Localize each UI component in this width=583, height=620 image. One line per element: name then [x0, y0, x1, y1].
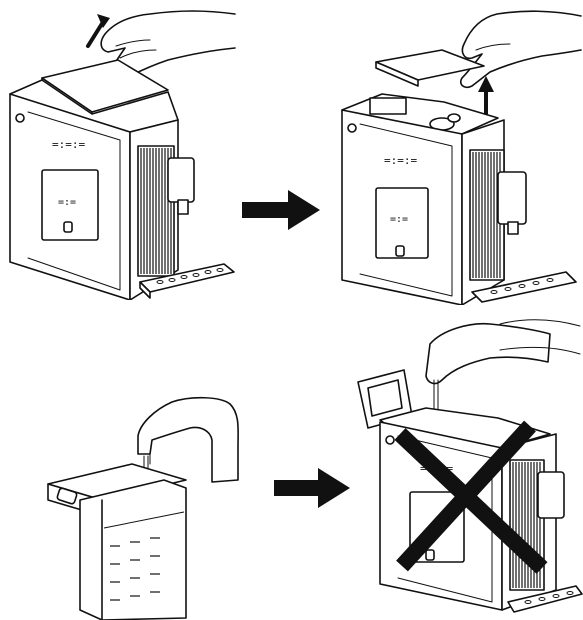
svg-text:=:=: =:=	[390, 214, 408, 225]
hand-icon	[461, 11, 581, 87]
panel-step-2: =:=:= =:=	[322, 0, 583, 305]
panel-step-3	[40, 380, 260, 620]
arrow-right-icon	[272, 466, 352, 510]
water-tank	[48, 464, 186, 620]
pitcher-icon	[426, 320, 580, 422]
coffee-machine: =:=:= =:=	[342, 94, 576, 305]
svg-text:=:=: =:=	[58, 197, 76, 208]
svg-text:=:=:=: =:=:=	[384, 154, 417, 167]
arrow-right-icon	[240, 188, 322, 232]
panel-step-1: =:=:= =:=	[0, 0, 240, 300]
coffee-machine: =:=:= =:=	[10, 60, 234, 300]
arrow-up-icon	[478, 76, 494, 116]
svg-text:=:=:=: =:=:=	[52, 138, 85, 151]
panel-step-4: =:=:=	[350, 310, 583, 620]
